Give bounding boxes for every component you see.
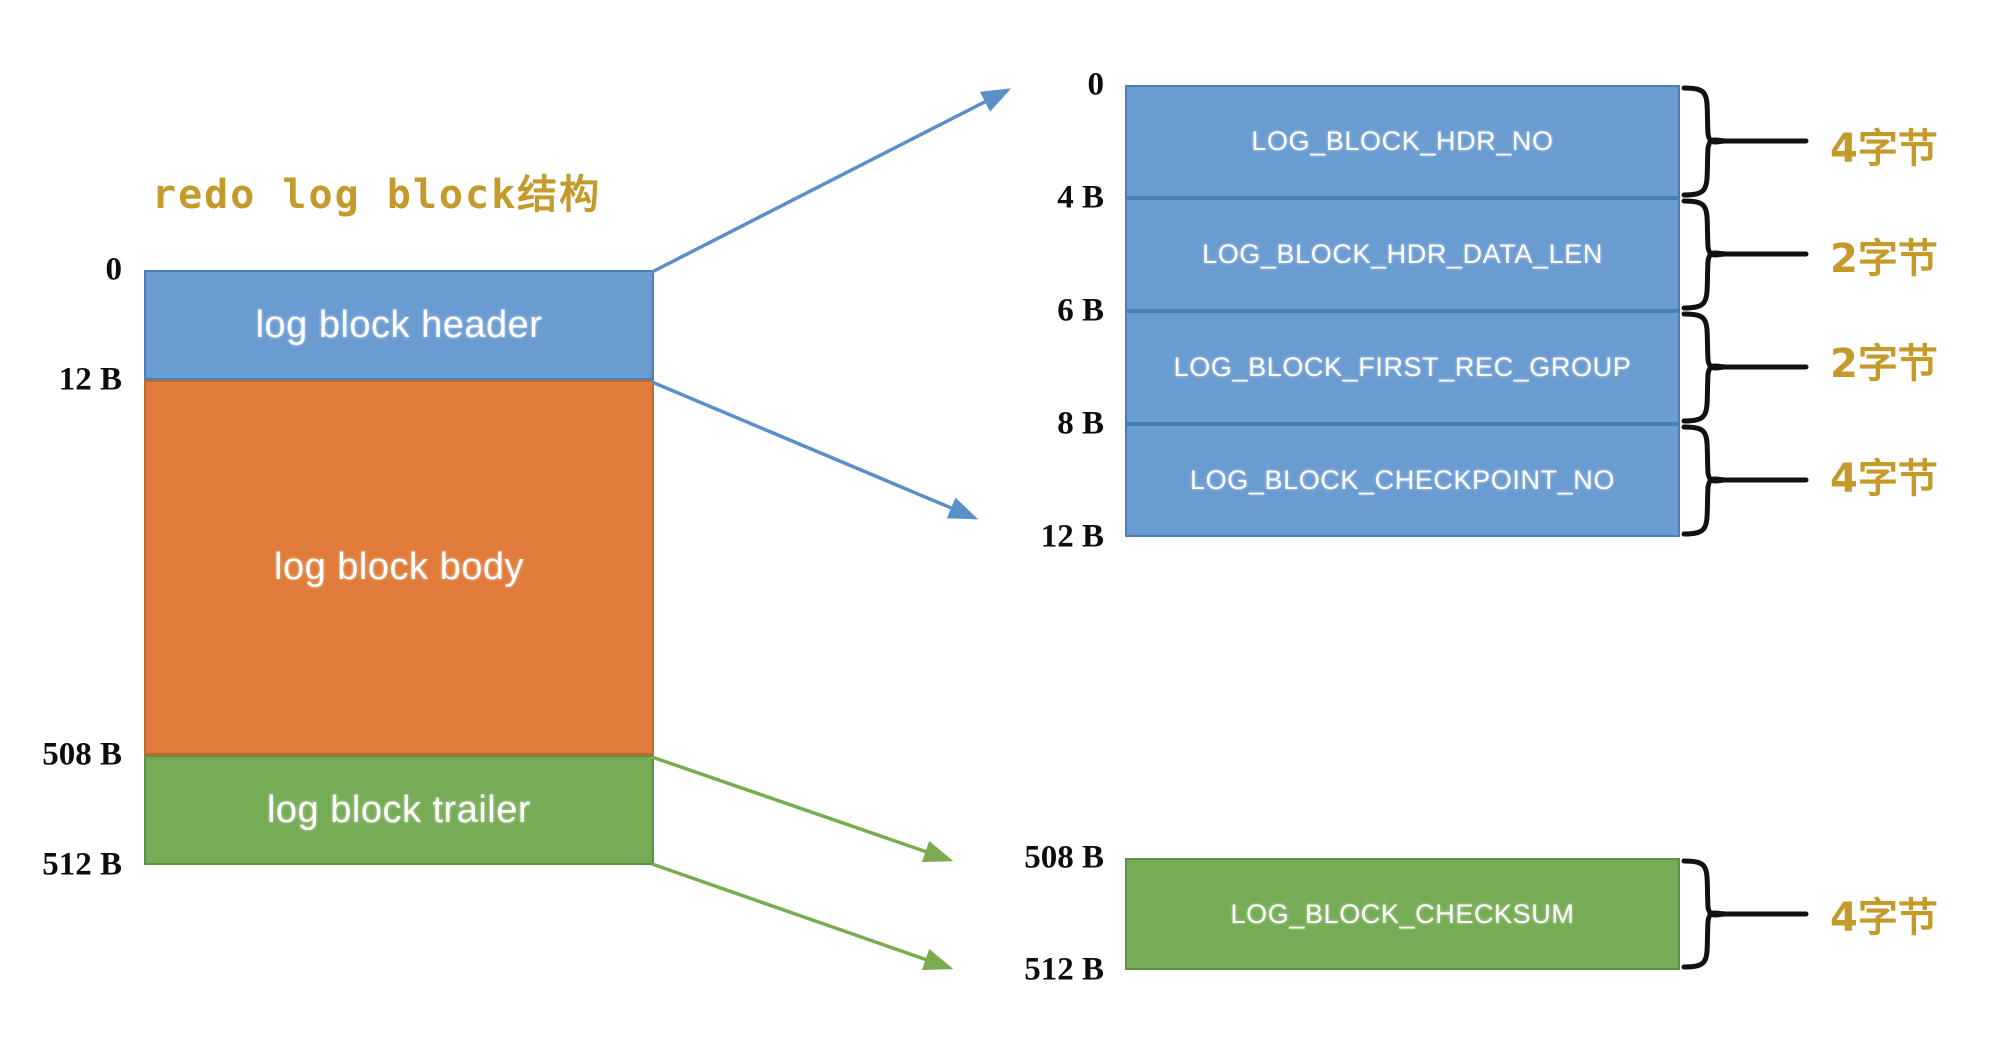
- header-offset-8: 8 B: [1057, 405, 1104, 442]
- trailer-offset-512: 512 B: [1024, 951, 1104, 988]
- arrow-header-top: [651, 88, 1012, 274]
- brace-hdr-no: [1681, 85, 1727, 198]
- trailer-field-checksum: LOG_BLOCK_CHECKSUM: [1125, 858, 1680, 970]
- brace-checksum: [1681, 858, 1727, 970]
- left-offset-508: 508 B: [42, 736, 122, 773]
- bytes-first-rec-group: 2字节: [1830, 341, 1938, 387]
- left-offset-0: 0: [105, 251, 123, 288]
- header-offset-6: 6 B: [1057, 292, 1104, 329]
- bytes-hdr-data-len: 2字节: [1830, 236, 1938, 282]
- left-block-body: log block body: [144, 380, 654, 755]
- arrow-header-bottom: [651, 380, 979, 520]
- bytes-hdr-no: 4字节: [1830, 126, 1938, 172]
- header-offset-4: 4 B: [1057, 179, 1104, 216]
- brace-checkpoint-no: [1681, 424, 1727, 537]
- bytes-checksum: 4字节: [1830, 895, 1938, 941]
- page-title: redo log block结构: [152, 172, 602, 218]
- arrow-trailer-top: [651, 755, 954, 863]
- left-block-header: log block header: [144, 270, 654, 380]
- header-field-hdr-data-len: LOG_BLOCK_HDR_DATA_LEN: [1125, 198, 1680, 311]
- header-offset-0: 0: [1087, 66, 1105, 103]
- header-offset-12: 12 B: [1040, 518, 1104, 555]
- trailer-offset-508: 508 B: [1024, 839, 1104, 876]
- left-offset-12: 12 B: [58, 361, 122, 398]
- header-field-hdr-no: LOG_BLOCK_HDR_NO: [1125, 85, 1680, 198]
- left-block-trailer: log block trailer: [144, 755, 654, 865]
- arrow-trailer-bottom: [651, 862, 954, 971]
- left-offset-512: 512 B: [42, 846, 122, 883]
- header-field-checkpoint-no: LOG_BLOCK_CHECKPOINT_NO: [1125, 424, 1680, 537]
- header-field-first-rec-group: LOG_BLOCK_FIRST_REC_GROUP: [1125, 311, 1680, 424]
- brace-first-rec-group: [1681, 311, 1727, 424]
- brace-hdr-data-len: [1681, 198, 1727, 311]
- bytes-checkpoint-no: 4字节: [1830, 456, 1938, 502]
